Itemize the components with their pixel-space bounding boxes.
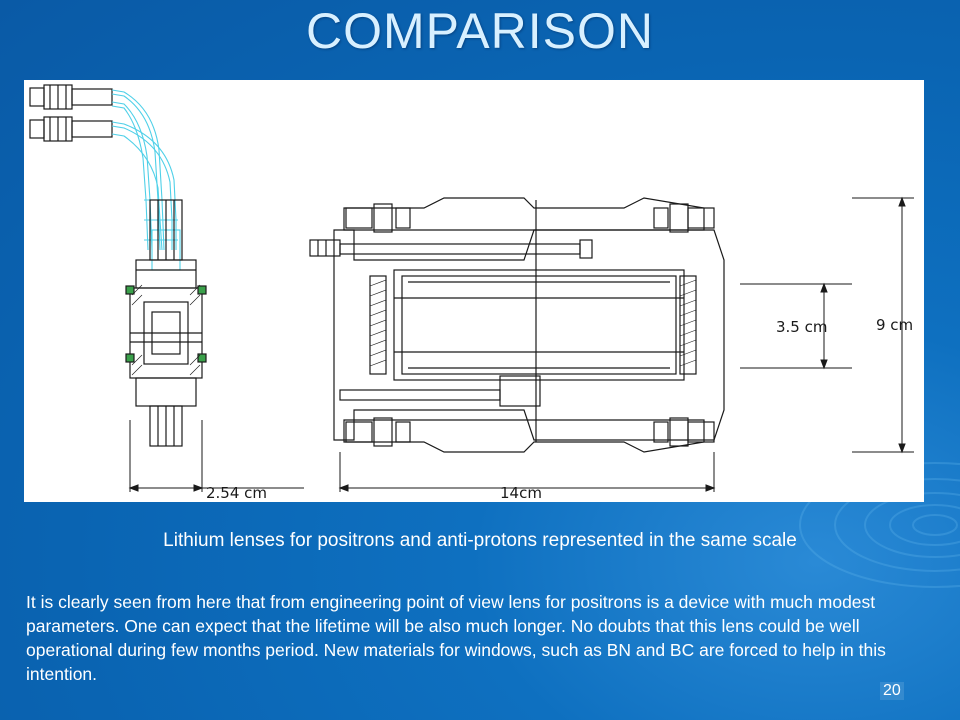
slide-title: COMPARISON [306,3,654,59]
engineering-drawing: 2.54 cm 14cm 3.5 cm 9 cm [24,80,924,502]
page-number: 20 [880,682,904,700]
antiproton-lens-drawing [309,197,725,453]
figure-caption: Lithium lenses for positrons and anti-pr… [163,530,797,551]
dimension-label-positron-width: 2.54 cm [206,484,267,502]
body-paragraph: It is clearly seen from here that from e… [26,592,886,684]
dimension-label-antiproton-length: 14cm [500,484,542,502]
lens-comparison-drawing: 2.54 cm 14cm 3.5 cm 9 cm [29,84,914,502]
positron-lens-drawing [29,84,207,447]
dimension-label-outer-diameter: 9 cm [876,316,913,334]
dimension-label-inner-diameter: 3.5 cm [776,318,827,336]
